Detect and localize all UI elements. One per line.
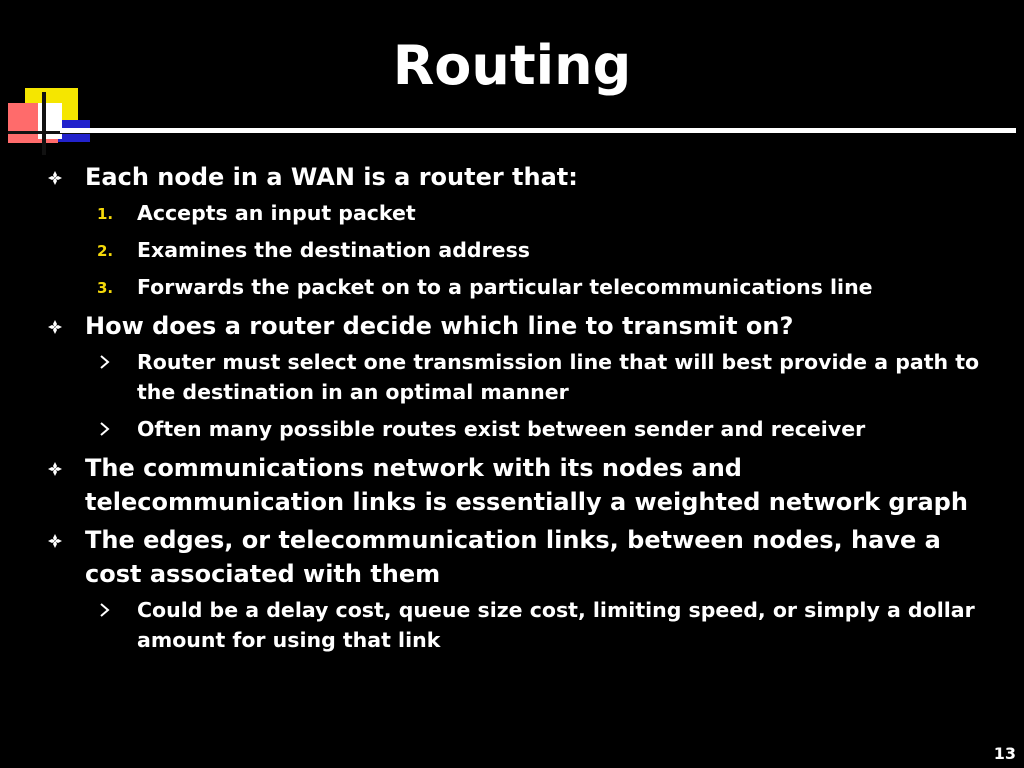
title-underline (60, 128, 1016, 133)
diamond-bullet-icon (48, 320, 62, 334)
item-number: 1. (97, 205, 114, 223)
decorative-squares-logo (8, 88, 90, 155)
diamond-bullet-icon (48, 534, 62, 548)
slide-body: Each node in a WAN is a router that: 1. … (40, 160, 1000, 662)
numbered-item: 2. Examines the destination address (40, 235, 1000, 265)
sub-bullet-item: Often many possible routes exist between… (40, 414, 1000, 444)
slide-title: Routing (392, 34, 632, 97)
item-text: Could be a delay cost, queue size cost, … (137, 598, 975, 652)
diamond-bullet-icon (48, 171, 62, 185)
item-text: Often many possible routes exist between… (137, 417, 866, 441)
item-number: 3. (97, 279, 114, 297)
bullet-item: The edges, or telecommunication links, b… (40, 523, 1000, 591)
item-text: Forwards the packet on to a particular t… (137, 275, 873, 299)
chevron-right-icon (100, 422, 110, 436)
bullet-item: The communications network with its node… (40, 451, 1000, 519)
numbered-item: 1. Accepts an input packet (40, 198, 1000, 228)
item-number: 2. (97, 242, 114, 260)
bullet-text: The communications network with its node… (85, 454, 968, 516)
bullet-item: How does a router decide which line to t… (40, 309, 1000, 343)
bullet-text: Each node in a WAN is a router that: (85, 163, 578, 191)
bullet-item: Each node in a WAN is a router that: (40, 160, 1000, 194)
bullet-text: The edges, or telecommunication links, b… (85, 526, 941, 588)
bullet-text: How does a router decide which line to t… (85, 312, 794, 340)
chevron-right-icon (100, 355, 110, 369)
item-text: Examines the destination address (137, 238, 530, 262)
sub-bullet-item: Could be a delay cost, queue size cost, … (40, 595, 1000, 655)
diamond-bullet-icon (48, 462, 62, 476)
numbered-item: 3. Forwards the packet on to a particula… (40, 272, 1000, 302)
item-text: Router must select one transmission line… (137, 350, 980, 404)
item-text: Accepts an input packet (137, 201, 416, 225)
page-number: 13 (993, 744, 1016, 763)
chevron-right-icon (100, 603, 110, 617)
sub-bullet-item: Router must select one transmission line… (40, 347, 1000, 407)
